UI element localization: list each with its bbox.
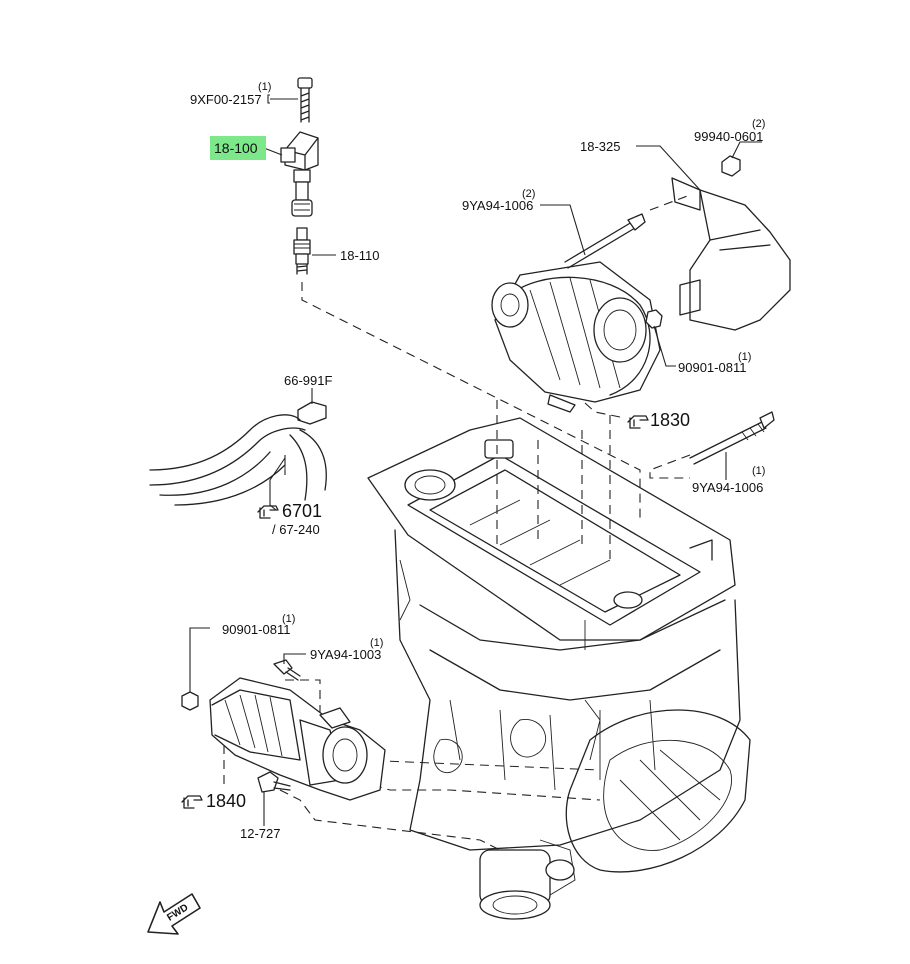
hand-pointer-icon [181,795,203,809]
label-harness-ref[interactable]: 6701 [282,501,322,521]
leader-lines [189,94,762,826]
stud-right-part [689,411,775,465]
alternator-group [491,155,791,413]
label-starter-ref[interactable]: 1840 [206,791,246,811]
ignition-coil-group [280,77,319,275]
label-sensor[interactable]: 66-991F [284,373,332,388]
label-bolt-starter-qty: (1) [370,637,383,649]
engine-block [367,417,751,920]
label-nut-bracket[interactable]: 99940-0601 [694,129,763,144]
label-nut-alt[interactable]: 90901-0811 [678,360,746,375]
label-stud-alt[interactable]: 9YA94-1006 [462,198,533,213]
part-labels: (1) 9XF00-2157 18-100 18-110 18-325 (2) … [181,81,765,841]
hand-pointer-icon [627,415,649,429]
label-nut-starter[interactable]: 90901-0811 [222,622,290,637]
label-alternator-ref[interactable]: 1830 [650,410,690,430]
highlight-ignition-coil [210,136,266,160]
starter-group [181,659,386,801]
label-nut-bracket-qty: (2) [752,118,765,130]
harness-group [149,401,327,506]
bolt-head [297,77,313,89]
label-bolt-bottom[interactable]: 12-727 [240,826,280,841]
label-nut-alt-qty: (1) [738,351,751,363]
label-ignition-coil[interactable]: 18-100 [214,140,258,156]
forward-arrow-icon: FWD [147,893,201,935]
label-nut-starter-qty: (1) [282,613,295,625]
label-stud-right-qty: (1) [752,465,765,477]
label-harness-sub[interactable]: / 67-240 [272,522,320,537]
label-spark-plug[interactable]: 18-110 [340,248,380,263]
label-bolt-starter[interactable]: 9YA94-1003 [310,647,381,662]
label-bolt-top-qty: (1) [258,81,271,93]
label-bracket[interactable]: 18-325 [580,139,620,154]
hand-pointer-icon [257,505,279,519]
label-stud-right[interactable]: 9YA94-1006 [692,480,763,495]
label-bolt-top[interactable]: 9XF00-2157 [190,92,262,107]
label-stud-alt-qty: (2) [522,188,535,200]
